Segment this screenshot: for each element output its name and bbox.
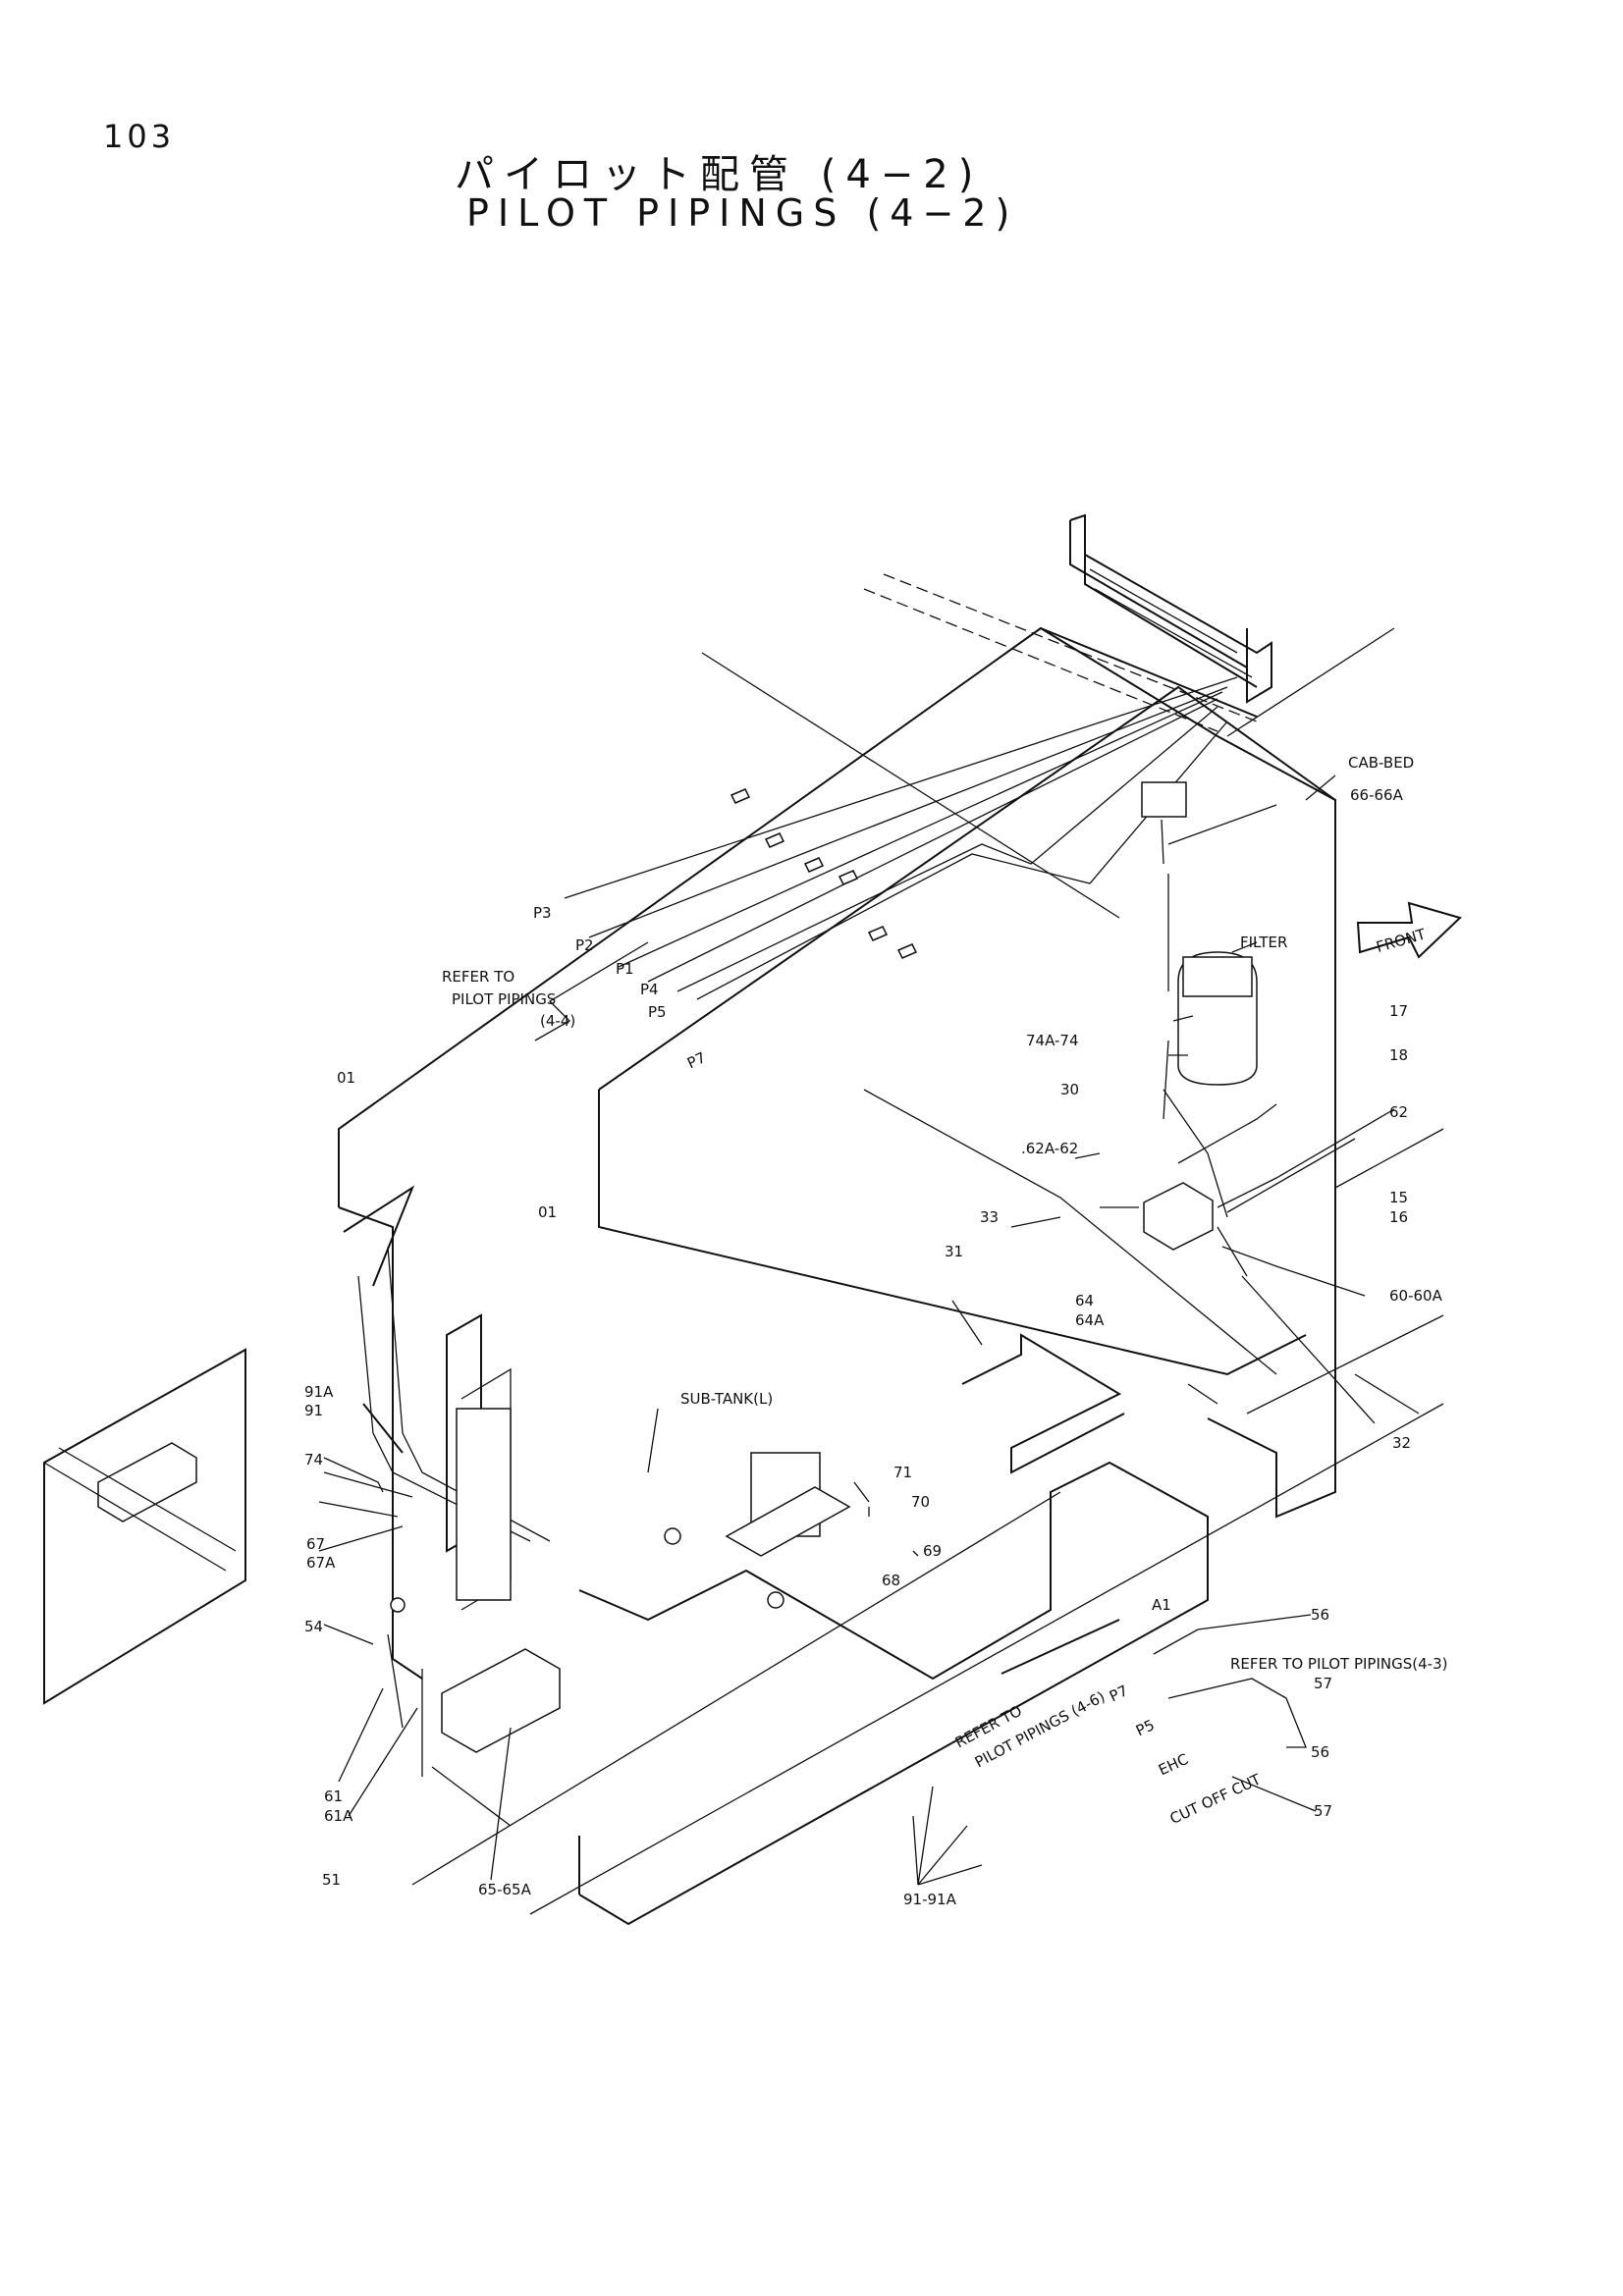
label-51: 51 xyxy=(322,1871,341,1889)
label-16: 16 xyxy=(1389,1208,1408,1226)
label-p5: P5 xyxy=(648,1003,667,1021)
label-60-60a: 60-60A xyxy=(1389,1287,1443,1305)
label-54: 54 xyxy=(304,1618,323,1635)
label-a1: A1 xyxy=(1152,1596,1171,1614)
inset-view xyxy=(43,1348,246,1705)
label-refer-4-4-line2: PILOT PIPINGS xyxy=(452,990,556,1008)
label-57-b: 57 xyxy=(1314,1802,1332,1820)
label-01-b: 01 xyxy=(538,1203,557,1221)
label-32: 32 xyxy=(1392,1434,1411,1452)
front-arrow xyxy=(1356,901,1462,959)
label-74a-74: 74A-74 xyxy=(1026,1032,1079,1049)
label-front: FRONT xyxy=(1375,925,1429,956)
label-p7: P7 xyxy=(684,1048,708,1072)
label-70: 70 xyxy=(911,1493,930,1511)
page-title: PILOT PIPINGS (4−2) xyxy=(466,191,1019,235)
label-p3: P3 xyxy=(533,904,552,922)
label-30: 30 xyxy=(1060,1081,1079,1098)
label-p2: P2 xyxy=(575,936,594,954)
label-56-a: 56 xyxy=(1311,1606,1329,1624)
label-64a: 64A xyxy=(1075,1311,1105,1329)
label-67: 67 xyxy=(306,1535,325,1553)
label-15: 15 xyxy=(1389,1189,1408,1206)
label-filter: FILTER xyxy=(1240,934,1287,951)
label-66-66a: 66-66A xyxy=(1350,786,1404,804)
label-refer-4-3: REFER TO PILOT PIPINGS(4-3) xyxy=(1230,1655,1447,1673)
leader-lines xyxy=(318,774,1420,1886)
label-91-91a: 91-91A xyxy=(903,1891,957,1908)
label-61: 61 xyxy=(324,1788,343,1805)
label-57-a: 57 xyxy=(1314,1675,1332,1692)
label-refer-4-4-line1: REFER TO xyxy=(442,968,514,986)
filter-assembly xyxy=(1100,781,1258,1277)
label-17: 17 xyxy=(1389,1002,1408,1020)
label-refer-4-4-line3: (4-4) xyxy=(540,1012,575,1030)
label-91a: 91A xyxy=(304,1383,334,1401)
label-61a: 61A xyxy=(324,1807,353,1825)
label-18: 18 xyxy=(1389,1046,1408,1064)
label-64: 64 xyxy=(1075,1292,1094,1309)
label-65-65a: 65-65A xyxy=(478,1881,532,1898)
label-33: 33 xyxy=(980,1208,999,1226)
sub-tank xyxy=(390,1313,851,1613)
label-69: 69 xyxy=(923,1542,942,1560)
label-p7-lower: P7 xyxy=(1107,1682,1130,1705)
label-p5-lower: P5 xyxy=(1133,1716,1157,1739)
label-91: 91 xyxy=(304,1402,323,1419)
label-cut-off-cut: CUT OFF CUT xyxy=(1167,1770,1265,1828)
page-title-japanese: パイロット配管 (4−2) xyxy=(455,152,984,197)
label-68: 68 xyxy=(882,1572,900,1589)
label-cab-bed: CAB-BED xyxy=(1348,754,1414,772)
label-74: 74 xyxy=(304,1451,323,1468)
page-number: 103 xyxy=(103,118,176,155)
label-p1: P1 xyxy=(616,960,634,978)
label-62: 62 xyxy=(1389,1103,1408,1121)
top-bracket xyxy=(863,513,1272,732)
label-ehc: EHC xyxy=(1156,1750,1191,1780)
label-56-b: 56 xyxy=(1311,1743,1329,1761)
label-p4: P4 xyxy=(640,981,659,998)
label-71: 71 xyxy=(893,1464,912,1481)
manifold-block xyxy=(387,1633,561,1827)
label-01-a: 01 xyxy=(337,1069,355,1087)
label-62a-62: .62A-62 xyxy=(1021,1140,1078,1157)
label-sub-tank: SUB-TANK(L) xyxy=(680,1390,773,1408)
label-31: 31 xyxy=(945,1243,963,1260)
label-67a: 67A xyxy=(306,1554,336,1572)
